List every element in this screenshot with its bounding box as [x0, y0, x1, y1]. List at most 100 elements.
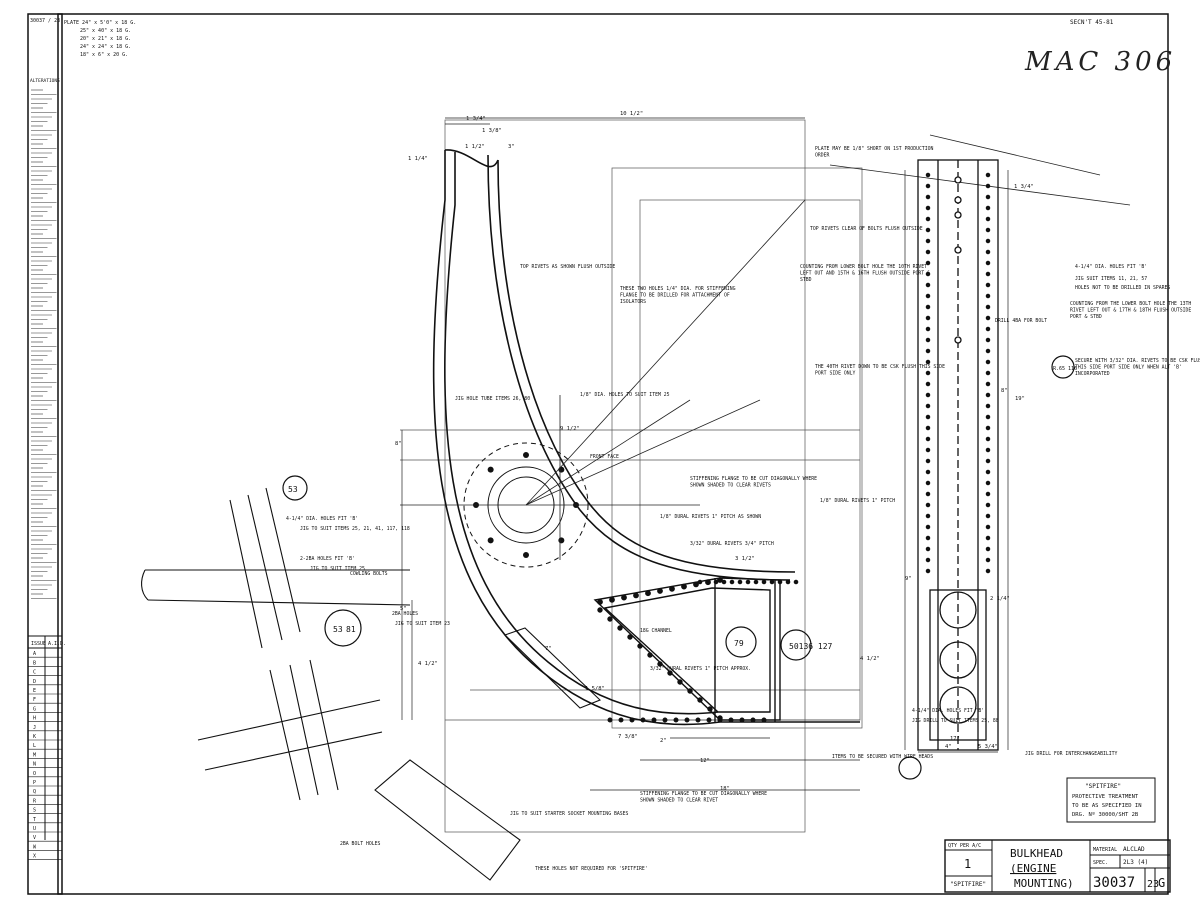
issue-letter: V [33, 835, 36, 841]
drawing-note: 4-1/4" DIA. HOLES FIT 'B' [1075, 264, 1147, 270]
drawing-note: TOP RIVETS AS SHOWN FLUSH OUTSIDE [520, 264, 615, 270]
svg-text:PLATE 24" x 5'0" x 18 G.: PLATE 24" x 5'0" x 18 G. [64, 20, 136, 26]
drawing-note: 3/32" DURAL RIVETS 3/4" PITCH [690, 541, 774, 547]
drawing-note: 1/8" DURAL RIVETS 1" PITCH AS SHOWN [660, 514, 761, 520]
drawing-note: THESE TWO HOLES 1/4" DIA. FOR STIFFENING [620, 286, 736, 292]
drawing-note: JIG SUIT ITEMS 11, 21, 57 [1075, 276, 1147, 282]
side-elevation [917, 159, 999, 751]
dimension-label: 4 1/2" [860, 656, 880, 662]
svg-text:25" x 40" x 18 G.: 25" x 40" x 18 G. [80, 28, 131, 34]
notes: TOP RIVETS AS SHOWN FLUSH OUTSIDE THESE T… [286, 146, 1200, 872]
drawing-note: 2-2BA HOLES FIT 'B' [300, 556, 355, 562]
issue-letter: P [33, 780, 36, 786]
dimension-label: 4 1/2" [418, 661, 438, 667]
dimension-label: 18" [720, 786, 730, 792]
drawing-note: COUNTING FROM LOWER BOLT HOLE THE 10TH R… [800, 264, 927, 270]
issue-letter: Q [33, 789, 36, 795]
drawing-note: JIG HOLE TUBE ITEMS 26, 80 [455, 396, 530, 402]
drawing-note: 4-1/4" DIA. HOLES FIT 'B' [286, 516, 358, 522]
drawing-note: STIFFENING FLANGE TO BE CUT DIAGONALLY W… [640, 791, 767, 797]
drawing-note: INCORPORATED [1075, 371, 1110, 377]
dimension-label: 1 1/4" [408, 156, 428, 162]
drawing-note: DRILL 4BA FOR BOLT [995, 318, 1047, 324]
balloon-r65 [898, 756, 922, 780]
drawing-note: JIG TO SUIT ITEMS 25, 21, 41, 117, 118 [300, 526, 410, 532]
drawing-note: COUNTING FROM THE LOWER BOLT HOLE THE 13… [1070, 301, 1191, 307]
dimension-label: 8" [395, 441, 402, 447]
issue-header: ISSUE [31, 641, 46, 647]
dimension-label: 5" [400, 606, 407, 612]
issue-letter: X [33, 854, 36, 860]
svg-text:ALCLAD: ALCLAD [1123, 846, 1145, 853]
drawing-note: SHOWN SHADED TO CLEAR RIVETS [690, 483, 771, 489]
dimension-label: 8" [1001, 388, 1008, 394]
section-note: SECN'T 45-81 [1070, 19, 1114, 26]
issue-letter: E [33, 688, 36, 694]
corner-stamp: 30037 / 23 [30, 18, 60, 24]
dimension-label: 9" [905, 576, 912, 582]
drawing-note: 1/8" DURAL RIVETS 1" PITCH [820, 498, 895, 504]
issue-letter: K [33, 734, 36, 740]
dimension-label: 1 1/2" [465, 144, 485, 150]
drawing-note: JIG TO SUIT STARTER SOCKET MOUNTING BASE… [510, 811, 629, 817]
issue-letter: H [33, 716, 36, 722]
dimension-label: 1 3/8" [482, 128, 502, 134]
balloon-label: 53 [288, 485, 298, 494]
dimension-label: 7 3/8" [618, 734, 638, 740]
alterations-title: ALTERATIONS [30, 78, 60, 84]
issue-letter: G [33, 706, 36, 712]
construction-lines [400, 119, 863, 833]
drawing-note: SHOWN SHADED TO CLEAR RIVET [640, 798, 718, 804]
dimension-label: 2 1/4" [990, 596, 1010, 602]
svg-text:24" x 24" x 18 G.: 24" x 24" x 18 G. [80, 44, 131, 50]
balloon-label: 79 [734, 639, 744, 648]
svg-text:MATERIAL: MATERIAL [1093, 847, 1117, 853]
plate-sizes: PLATE 24" x 5'0" x 18 G. 25" x 40" x 18 … [64, 20, 136, 58]
drawing-note: COWLING BOLTS [350, 571, 388, 577]
balloon-label: 53 [333, 625, 343, 634]
svg-text:SPEC.: SPEC. [1093, 860, 1108, 866]
drawing-note: JIG TO SUIT ITEM 23 [395, 621, 450, 627]
issue-letter: F [33, 697, 36, 703]
balloon-label: R.65 116 [1053, 366, 1077, 372]
svg-text:2L3 (4): 2L3 (4) [1123, 859, 1148, 866]
drawing-note: FLANGE TO BE DRILLED FOR ATTACHMENT OF [620, 293, 730, 299]
dimension-label: 12" [700, 758, 710, 764]
dimension-label: 1 3/4" [466, 116, 486, 122]
dimension-label: 10 1/2" [620, 111, 643, 117]
drawing-note: 4-1/4" DIA. HOLES FIT 'B' [912, 708, 984, 714]
balloon-50136 [1051, 355, 1075, 379]
dimension-label: 3 1/2" [735, 556, 755, 562]
drawing-note: PLATE MAY BE 1/8" SHORT ON 1ST PRODUCTIO… [815, 146, 934, 152]
bulkhead-outline [432, 149, 860, 726]
dimension-label: 1 5/8" [585, 686, 605, 692]
dimension-label: 9 1/2" [560, 426, 580, 432]
svg-text:20" x 21" x 18 G.: 20" x 21" x 18 G. [80, 36, 131, 42]
issue-letter: J [33, 725, 36, 731]
drawing-note: 3/32" DURAL RIVETS 1" PITCH APPROX. [650, 666, 751, 672]
drawing-note: THIS SIDE PORT SIDE ONLY WHEN ALT 'B' [1075, 365, 1182, 371]
drawing-note: ITEMS TO BE SECURED WITH WIRE HEADS [832, 754, 933, 760]
issue-letter: R [33, 798, 37, 804]
drawing-note: 1/8" DIA. HOLES TO SUIT ITEM 25 [580, 392, 670, 398]
drawing-note: 2BA HOLES [392, 611, 418, 617]
dimension-label: 7" [545, 646, 552, 652]
issue-letter: U [33, 826, 36, 832]
issue-letter: B [33, 660, 36, 666]
issue-letter: L [33, 743, 36, 749]
dimension-label: 4" [945, 744, 952, 750]
issue-letter: A [33, 651, 36, 657]
svg-text:PROTECTIVE TREATMENT: PROTECTIVE TREATMENT [1072, 794, 1139, 800]
drawing-note: THE 40TH RIVET DOWN TO BE CSK FLUSH THIS… [815, 364, 945, 370]
drawing-note: TOP RIVETS CLEAR OF BOLTS FLUSH OUTSIDE [810, 226, 923, 232]
balloon-53-55 [324, 609, 362, 647]
balloon-53 [282, 475, 308, 501]
issue-letter: N [33, 762, 36, 768]
drawing-note: JIG DRILL FOR INTERCHANGEABILITY [1025, 751, 1118, 757]
drawing-note: PORT & STBD [1070, 314, 1102, 320]
issue-letter: S [33, 808, 36, 814]
drawing-note: STIFFENING FLANGE TO BE CUT DIAGONALLY W… [690, 476, 817, 482]
balloon-label: 81 [346, 625, 356, 634]
issue-letter: T [33, 817, 36, 823]
